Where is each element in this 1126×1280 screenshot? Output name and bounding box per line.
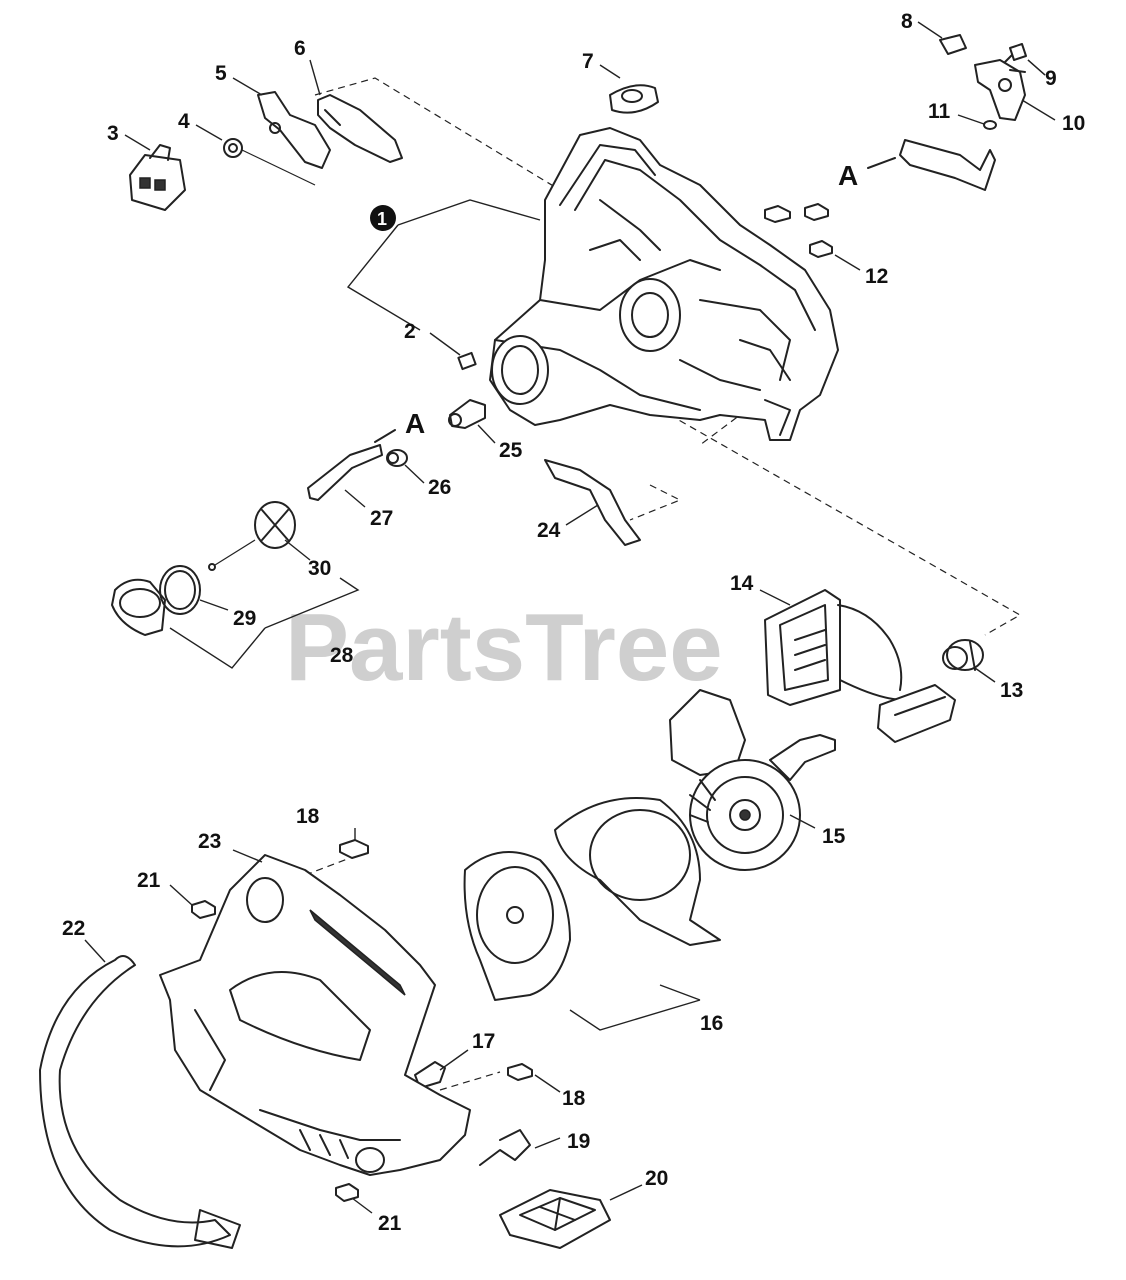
screw-part-21-bottom[interactable] — [335, 1183, 359, 1202]
callout-29: 29 — [233, 607, 256, 630]
fan-cover-part-16[interactable] — [463, 851, 571, 1001]
group-brackets — [169, 199, 701, 1031]
filter-part-20[interactable] — [499, 1189, 611, 1249]
bracket-part-10[interactable] — [974, 59, 1026, 121]
screw-part-21-top[interactable] — [191, 900, 216, 919]
spring-part-4[interactable] — [223, 138, 316, 186]
callout-19: 19 — [567, 1130, 590, 1153]
callout-18-top: 18 — [296, 805, 320, 828]
screws-part-12[interactable] — [764, 203, 833, 258]
callout-20: 20 — [645, 1167, 668, 1190]
callout-2: 2 — [404, 320, 416, 343]
lever-part-6[interactable] — [317, 94, 403, 163]
callout-17: 17 — [472, 1030, 495, 1053]
callout-14: 14 — [730, 572, 754, 595]
callout-6: 6 — [294, 37, 306, 60]
grommet-part-13[interactable] — [942, 639, 984, 671]
fitting-part-2[interactable] — [457, 351, 477, 371]
callout-24: 24 — [537, 519, 561, 542]
screw-part-18-bottom[interactable] — [507, 1063, 533, 1081]
bracket-part-24[interactable] — [544, 459, 641, 546]
screw-part-18-top[interactable] — [339, 839, 369, 859]
cap-part-7[interactable] — [609, 84, 659, 114]
callout-10: 10 — [1062, 112, 1085, 135]
main-housing-part[interactable] — [489, 127, 839, 441]
callout-21-bottom: 21 — [378, 1212, 402, 1235]
watermark: PartsTree — [285, 594, 723, 701]
ring-part-29[interactable] — [159, 565, 201, 615]
callout-4: 4 — [178, 110, 190, 133]
handle-part-22[interactable] — [39, 955, 241, 1249]
callout-26: 26 — [428, 476, 451, 499]
lower-housing-part-23[interactable] — [159, 854, 471, 1176]
callout-9: 9 — [1045, 67, 1057, 90]
hose-part-27[interactable] — [307, 429, 396, 501]
motor-part-15[interactable] — [669, 689, 836, 871]
callout-3: 3 — [107, 122, 119, 145]
trigger-part-5[interactable] — [257, 91, 331, 169]
grommet-part-26[interactable] — [386, 449, 408, 467]
callout-18-bottom: 18 — [562, 1087, 586, 1110]
callout-15: 15 — [822, 825, 846, 848]
callout-labels: 1 2 3 4 5 6 7 8 9 10 11 12 13 14 15 16 1… — [62, 10, 1085, 1235]
hose-top[interactable] — [867, 139, 996, 191]
cap-part-28[interactable] — [111, 578, 166, 636]
switch-part-3[interactable] — [129, 144, 186, 211]
callout-5: 5 — [215, 62, 227, 85]
callout-28: 28 — [330, 644, 354, 667]
callout-22: 22 — [62, 917, 85, 940]
connector-a-left: A — [405, 408, 425, 439]
control-module-part-14[interactable] — [764, 589, 956, 743]
clip-part-8[interactable] — [939, 34, 967, 55]
connector-a-top: A — [838, 160, 858, 191]
callout-7: 7 — [582, 50, 594, 73]
spring-wire-part-19[interactable] — [479, 1129, 531, 1166]
leader-lines — [84, 21, 1056, 1214]
fitting-part-25[interactable] — [448, 399, 486, 429]
callout-1-badge — [370, 205, 396, 231]
fan-shroud-part-16[interactable] — [554, 797, 721, 946]
callout-8: 8 — [901, 10, 913, 33]
ring-part-11[interactable] — [983, 120, 997, 130]
callout-27: 27 — [370, 507, 393, 530]
callout-16: 16 — [700, 1012, 723, 1035]
callout-13: 13 — [1000, 679, 1023, 702]
callout-30: 30 — [308, 557, 331, 580]
callout-1: 1 — [377, 209, 387, 229]
callout-25: 25 — [499, 439, 523, 462]
callout-21-top: 21 — [137, 869, 161, 892]
strainer-part-30[interactable] — [208, 501, 296, 571]
callout-11: 11 — [928, 100, 951, 123]
callout-23: 23 — [198, 830, 221, 853]
screw-part-9[interactable] — [1004, 43, 1027, 63]
callout-12: 12 — [865, 265, 888, 288]
